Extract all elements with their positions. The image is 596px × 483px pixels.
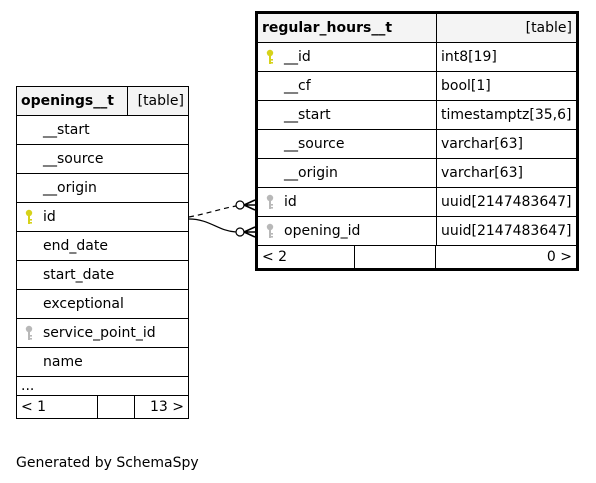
column-name: end_date (16, 231, 189, 261)
crowfoot-icon (243, 226, 256, 238)
column-row[interactable]: __source (16, 144, 189, 174)
foreign-key-icon (266, 194, 274, 209)
primary-key-icon (25, 209, 33, 224)
footer-middle (354, 246, 436, 268)
optional-circle-icon (235, 227, 245, 237)
child-count[interactable]: 13 > (150, 399, 184, 415)
parent-count[interactable]: < 2 (262, 249, 288, 265)
table-openings[interactable]: openings__t [table] __start __source __o… (15, 86, 189, 419)
column-name: __id (284, 49, 311, 65)
column-row[interactable]: opening_id uuid[2147483647] (256, 216, 578, 246)
column-row[interactable]: __origin varchar[63] (256, 158, 578, 188)
table-name[interactable]: openings__t (15, 86, 129, 116)
column-name: __origin (16, 173, 189, 203)
column-row[interactable]: name (16, 347, 189, 377)
table-type: [table] (127, 86, 189, 116)
table-regular-hours[interactable]: regular_hours__t [table] __id int8[19] _… (255, 11, 579, 271)
column-name: __start (256, 100, 437, 130)
column-row[interactable]: end_date (16, 231, 189, 261)
column-row[interactable]: id uuid[2147483647] (256, 187, 578, 217)
table-type: [table] (436, 12, 578, 43)
column-name: id (43, 209, 56, 225)
column-type: uuid[2147483647] (436, 216, 578, 246)
column-row[interactable]: start_date (16, 260, 189, 290)
column-row[interactable]: __cf bool[1] (256, 71, 578, 101)
table-footer: < 1 13 > (16, 395, 189, 419)
footer-middle (97, 396, 135, 418)
crowfoot-icon (243, 199, 256, 211)
foreign-key-icon (266, 223, 274, 238)
column-name: opening_id (284, 223, 361, 239)
column-type: bool[1] (436, 71, 578, 101)
column-name: start_date (16, 260, 189, 290)
column-type: timestamptz[35,6] (436, 100, 578, 130)
column-row[interactable]: __source varchar[63] (256, 129, 578, 159)
implied-relationship-line (188, 205, 237, 218)
generated-by-label: Generated by SchemaSpy (16, 455, 199, 471)
table-header: openings__t [table] (15, 86, 189, 116)
column-type: varchar[63] (436, 129, 578, 159)
optional-circle-icon (235, 200, 245, 210)
foreign-key-icon (25, 325, 33, 340)
column-row[interactable]: __start timestamptz[35,6] (256, 100, 578, 130)
primary-key-icon (266, 49, 274, 64)
column-type: varchar[63] (436, 158, 578, 188)
parent-count[interactable]: < 1 (21, 399, 47, 415)
column-row[interactable]: __origin (16, 173, 189, 203)
column-name: name (16, 347, 189, 377)
column-row[interactable]: id (16, 202, 189, 232)
column-name: __source (16, 144, 189, 174)
column-row[interactable]: service_point_id (16, 318, 189, 348)
column-name: id (284, 194, 297, 210)
table-footer: < 2 0 > (256, 245, 578, 270)
column-name: service_point_id (43, 325, 156, 341)
relationship-line (188, 218, 237, 233)
column-row[interactable]: __id int8[19] (256, 42, 578, 72)
column-name: __source (256, 129, 437, 159)
child-count[interactable]: 0 > (546, 249, 572, 265)
